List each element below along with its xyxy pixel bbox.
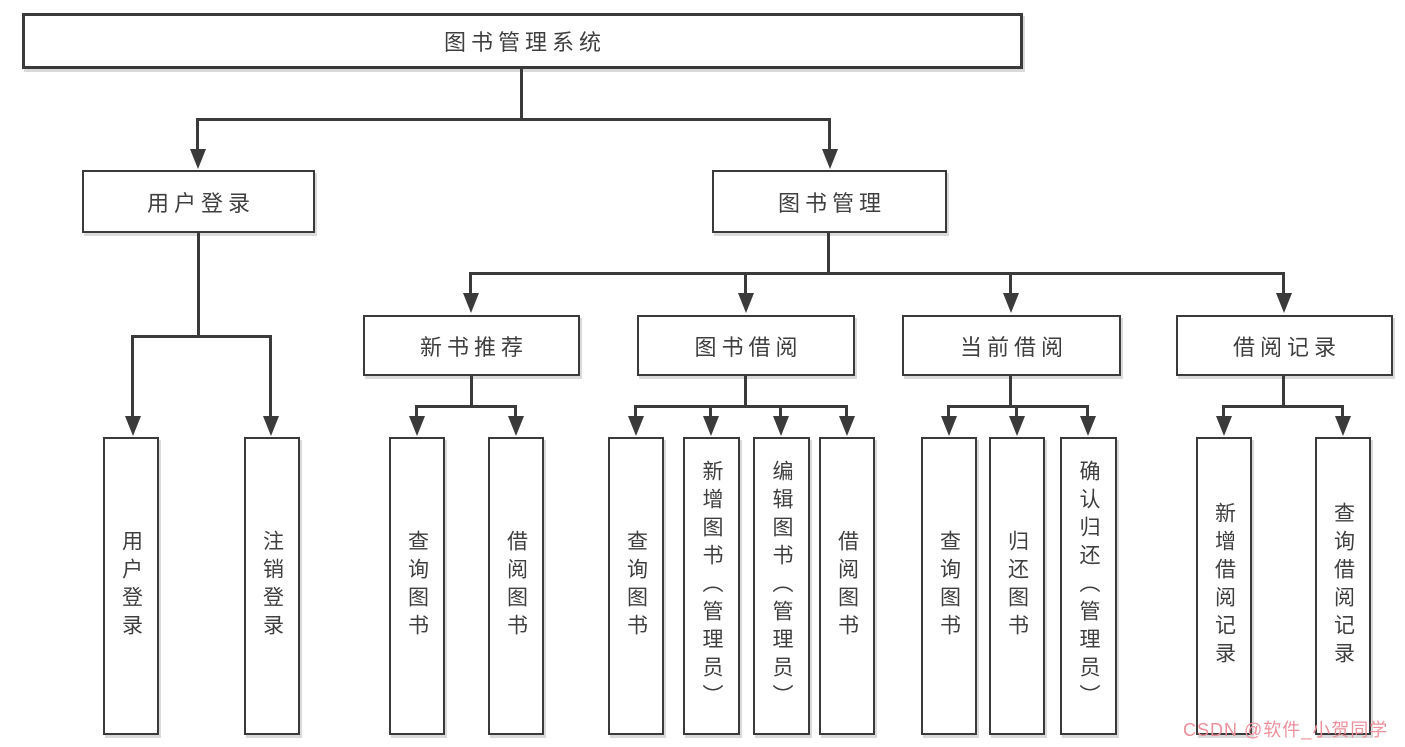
node-borrow-records: 借阅记录 bbox=[1176, 315, 1393, 376]
node-leaf-borrow-books-recommend: 借阅图书 bbox=[488, 437, 544, 735]
connector-drop bbox=[1341, 405, 1344, 418]
node-label: 归还图书 bbox=[1005, 530, 1029, 642]
arrowhead-down-icon bbox=[125, 416, 141, 436]
connector-drop bbox=[415, 405, 418, 418]
node-label: 新增借阅记录 bbox=[1212, 502, 1236, 670]
connector-drop bbox=[1222, 405, 1225, 418]
node-leaf-search-books-borrowing: 查询图书 bbox=[608, 437, 664, 735]
arrowhead-down-icon bbox=[738, 293, 754, 313]
connector-drop bbox=[1282, 272, 1285, 295]
arrowhead-down-icon bbox=[941, 416, 957, 436]
node-leaf-borrow-books: 借阅图书 bbox=[819, 437, 875, 735]
node-root-library-system: 图书管理系统 bbox=[22, 13, 1023, 69]
arrowhead-down-icon bbox=[628, 416, 644, 436]
arrowhead-down-icon bbox=[703, 416, 719, 436]
node-leaf-user-login: 用户登录 bbox=[103, 437, 159, 735]
arrowhead-down-icon bbox=[1003, 293, 1019, 313]
arrowhead-down-icon bbox=[263, 416, 279, 436]
connector-drop bbox=[469, 272, 472, 295]
node-user-login: 用户登录 bbox=[82, 170, 315, 233]
node-leaf-return-books: 归还图书 bbox=[989, 437, 1045, 735]
connector-stem bbox=[1282, 376, 1285, 405]
node-label: 注销登录 bbox=[260, 530, 284, 642]
connector-drop bbox=[514, 405, 517, 418]
arrowhead-down-icon bbox=[1080, 416, 1096, 436]
node-new-book-recommend: 新书推荐 bbox=[363, 315, 580, 376]
connector-drop bbox=[269, 335, 272, 418]
node-leaf-search-books-recommend: 查询图书 bbox=[389, 437, 445, 735]
node-label: 查询图书 bbox=[624, 530, 648, 642]
node-leaf-search-books-current: 查询图书 bbox=[921, 437, 977, 735]
arrowhead-down-icon bbox=[190, 149, 206, 169]
node-label: 查询借阅记录 bbox=[1331, 502, 1355, 670]
connector-rail bbox=[469, 272, 1284, 275]
arrowhead-down-icon bbox=[463, 293, 479, 313]
connector-stem bbox=[827, 233, 830, 272]
node-label: 新书推荐 bbox=[419, 334, 528, 360]
connector-stem bbox=[470, 376, 473, 405]
node-current-borrowing: 当前借阅 bbox=[902, 315, 1121, 376]
node-label: 借阅图书 bbox=[835, 530, 859, 642]
connector-drop bbox=[744, 272, 747, 295]
node-label: 用户登录 bbox=[119, 530, 143, 642]
arrowhead-down-icon bbox=[773, 416, 789, 436]
node-label: 借阅图书 bbox=[504, 530, 528, 642]
node-book-management: 图书管理 bbox=[712, 170, 947, 233]
node-leaf-edit-books-admin: 编辑图书（管理员） bbox=[753, 437, 810, 735]
node-leaf-confirm-return-admin: 确认归还（管理员） bbox=[1060, 437, 1117, 735]
connector-root-rail bbox=[196, 118, 830, 121]
arrowhead-down-icon bbox=[1335, 416, 1351, 436]
connector-stem bbox=[197, 233, 200, 335]
node-label: 用户登录 bbox=[146, 190, 255, 216]
arrowhead-down-icon bbox=[508, 416, 524, 436]
connector-drop bbox=[1015, 405, 1018, 418]
connector-root-stem bbox=[520, 69, 523, 118]
connector-drop bbox=[845, 405, 848, 418]
arrowhead-down-icon bbox=[1276, 293, 1292, 313]
arrowhead-down-icon bbox=[409, 416, 425, 436]
node-leaf-logout: 注销登录 bbox=[244, 437, 300, 735]
csdn-watermark: CSDN @软件_小贺同学 bbox=[1183, 720, 1389, 740]
node-leaf-search-borrow-record: 查询借阅记录 bbox=[1315, 437, 1371, 735]
connector-drop bbox=[1086, 405, 1089, 418]
connector-drop bbox=[779, 405, 782, 418]
connector-rail bbox=[415, 405, 516, 408]
node-label: 确认归还（管理员） bbox=[1077, 460, 1100, 712]
arrowhead-down-icon bbox=[1009, 416, 1025, 436]
node-label: 新增图书（管理员） bbox=[700, 460, 723, 712]
node-label: 图书管理 bbox=[777, 190, 886, 216]
connector-rail bbox=[634, 405, 847, 408]
node-label: 查询图书 bbox=[937, 530, 961, 642]
connector-rail bbox=[131, 335, 272, 338]
connector-stem bbox=[1009, 376, 1012, 405]
arrowhead-down-icon bbox=[839, 416, 855, 436]
node-label: 查询图书 bbox=[405, 530, 429, 642]
connector-stem bbox=[744, 376, 747, 405]
connector-rail bbox=[1222, 405, 1343, 408]
node-label: 图书管理系统 bbox=[443, 30, 606, 55]
node-label: 当前借阅 bbox=[959, 334, 1068, 360]
connector-drop bbox=[828, 118, 831, 151]
connector-drop bbox=[634, 405, 637, 418]
node-leaf-add-borrow-record: 新增借阅记录 bbox=[1196, 437, 1252, 735]
node-label: 图书借阅 bbox=[694, 334, 803, 360]
connector-drop bbox=[947, 405, 950, 418]
node-label: 编辑图书（管理员） bbox=[770, 460, 793, 712]
connector-drop bbox=[131, 335, 134, 418]
connector-drop bbox=[1009, 272, 1012, 295]
arrowhead-down-icon bbox=[822, 149, 838, 169]
node-leaf-add-books-admin: 新增图书（管理员） bbox=[683, 437, 740, 735]
node-label: 借阅记录 bbox=[1232, 334, 1341, 360]
node-book-borrowing: 图书借阅 bbox=[637, 315, 855, 376]
connector-drop bbox=[196, 118, 199, 151]
arrowhead-down-icon bbox=[1216, 416, 1232, 436]
connector-drop bbox=[709, 405, 712, 418]
